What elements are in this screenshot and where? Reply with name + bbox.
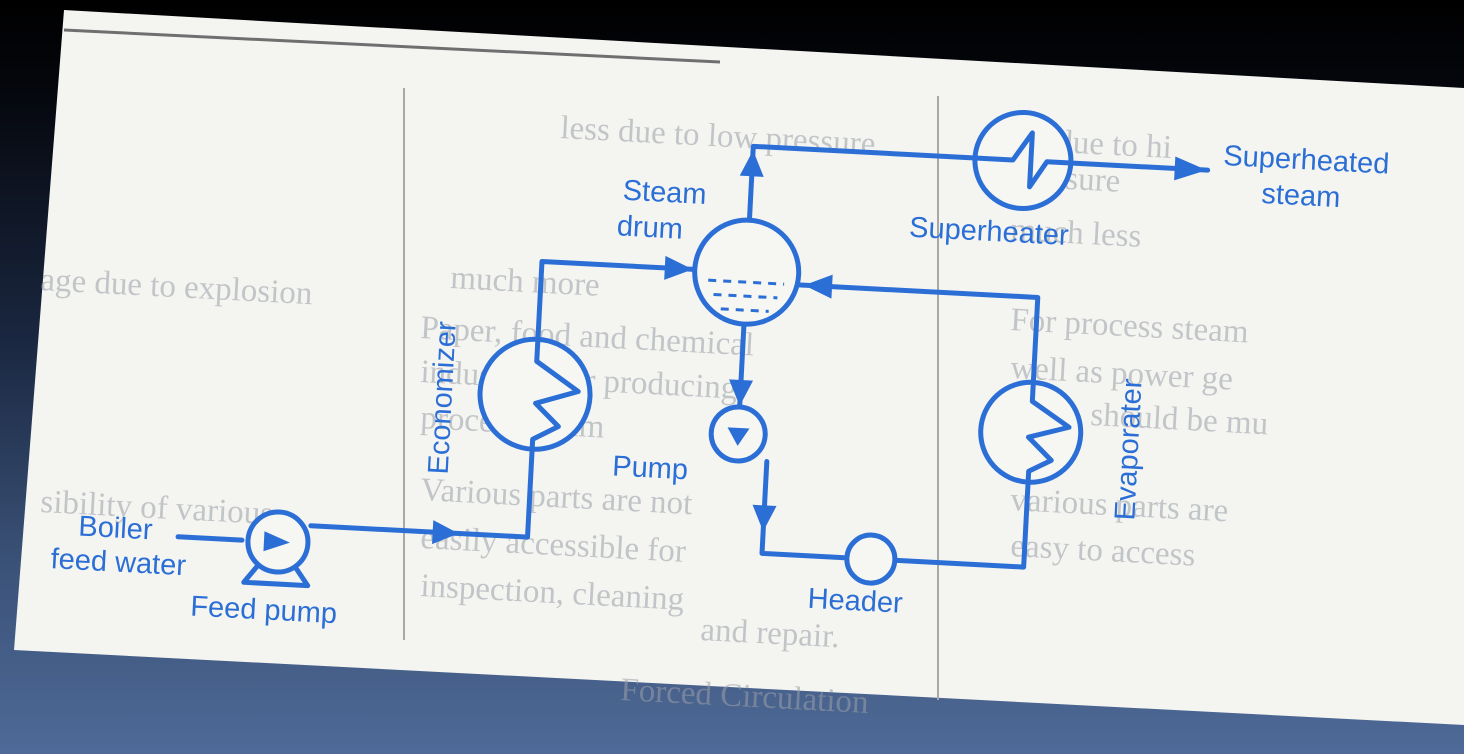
feed-pump-label: Feed pump xyxy=(190,591,338,631)
pipe-evaporator-to-drum xyxy=(793,282,1041,390)
superheated-steam-label: steam xyxy=(1261,178,1342,214)
drum-water-dashes xyxy=(708,278,785,313)
economizer-zigzag xyxy=(529,338,581,452)
feed-pump-stand xyxy=(241,564,311,589)
pipe-pump-to-header xyxy=(759,458,848,561)
arrow-return-to-drum xyxy=(804,274,833,299)
boiler-feed-water-label: feed water xyxy=(50,543,187,582)
ghost-text: and repair. xyxy=(700,612,841,655)
pipe-feed-to-economizer xyxy=(308,446,535,540)
pipe-drum-to-superheater xyxy=(746,143,976,223)
arrow-up-to-superheater xyxy=(739,150,764,177)
superheater-zigzag xyxy=(972,130,1074,190)
arrow-superheated-out xyxy=(1174,156,1207,181)
pointer-boiler-to-pump xyxy=(175,534,245,543)
arrow-down-to-header xyxy=(752,504,777,532)
ghost-text: much less xyxy=(1010,212,1143,255)
pump-label: Pump xyxy=(612,450,689,486)
arrow-down-from-drum xyxy=(729,379,754,406)
ghost-text: much more xyxy=(450,260,601,304)
evaporator-zigzag xyxy=(1025,380,1072,484)
steam-drum-label: drum xyxy=(616,210,684,245)
pipe-header-to-evaporator xyxy=(894,474,1031,570)
header-icon xyxy=(844,532,898,586)
boiler-feed-water-label: Boiler xyxy=(78,511,154,547)
evaporater-label: Evaporater xyxy=(1109,377,1148,521)
feed-pump-arrow xyxy=(263,531,290,552)
header-label: Header xyxy=(807,583,904,620)
steam-drum-icon xyxy=(692,217,802,327)
page-top-rule xyxy=(63,28,721,64)
scanned-page xyxy=(14,10,1464,725)
arrow-into-drum xyxy=(664,255,693,280)
pump-direction-arrow xyxy=(727,427,750,446)
steam-drum-label: Steam xyxy=(622,175,707,211)
pipe-economizer-to-drum xyxy=(535,258,700,342)
arrow-into-economizer-line xyxy=(432,520,459,545)
boiler-flow-diagram: Superheated steam Steam drum Superheater… xyxy=(50,109,1390,631)
